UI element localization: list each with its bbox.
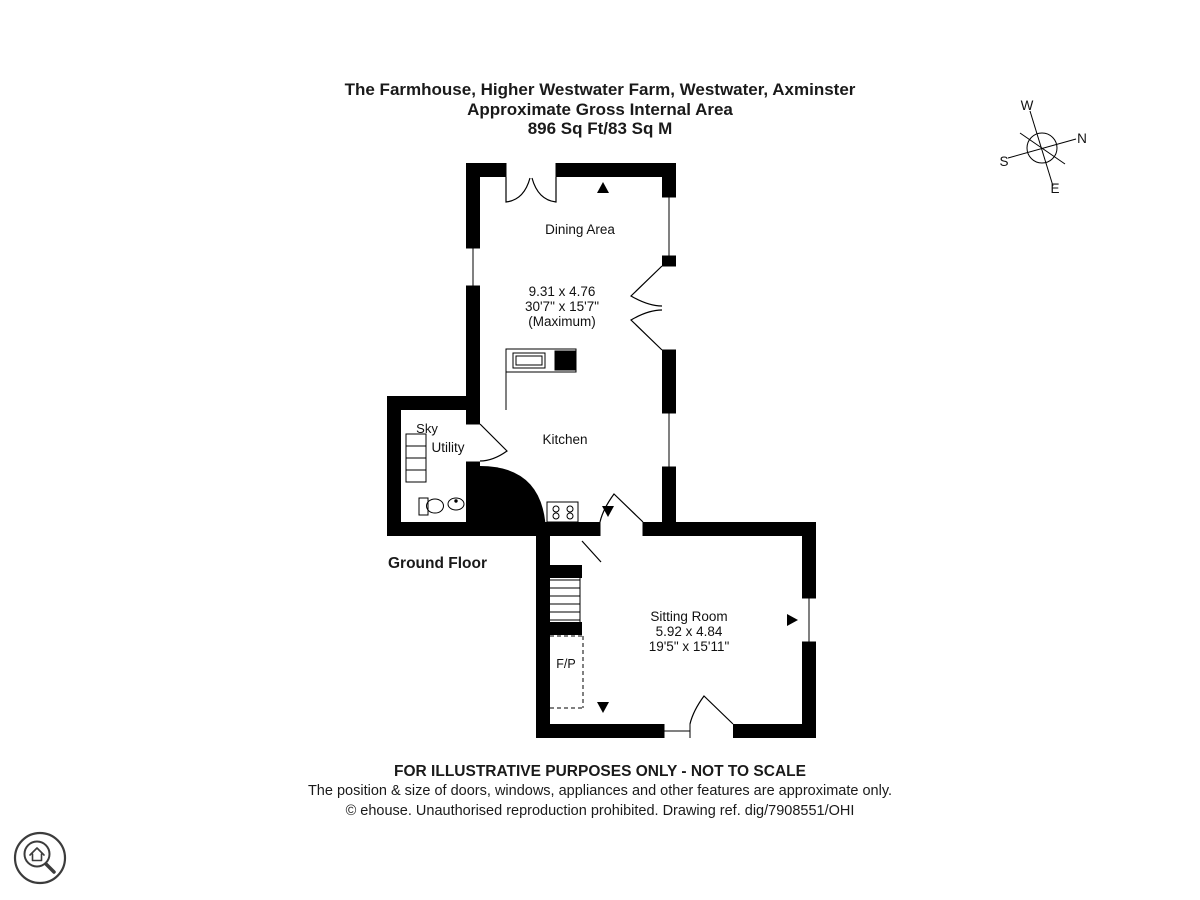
arrow-down-icon — [597, 702, 609, 713]
arrow-right-icon — [787, 614, 798, 626]
sitting-dims-metric: 5.92 x 4.84 — [656, 624, 723, 639]
toilet — [418, 497, 444, 516]
cooker — [546, 501, 579, 523]
walls — [387, 163, 816, 738]
logo-outer-ring-icon — [13, 831, 67, 885]
dining-area-label: Dining Area — [545, 222, 615, 237]
utility-door — [479, 423, 508, 462]
compass-n: N — [1077, 131, 1087, 146]
sitting-room-label: Sitting Room — [650, 609, 727, 624]
compass-e: E — [1050, 181, 1059, 196]
window-lines — [466, 163, 816, 738]
washer-stack — [405, 433, 427, 483]
dining-dims-note: (Maximum) — [528, 314, 596, 329]
compass-s: S — [999, 154, 1008, 169]
sky-label: Sky — [416, 421, 438, 436]
stairs — [550, 578, 581, 622]
sitting-exterior-door — [689, 695, 734, 725]
compass-rose-icon — [1026, 132, 1058, 164]
french-door-bottom — [630, 309, 663, 351]
entrance-door-left — [505, 177, 531, 203]
entrance-door-right — [531, 177, 557, 203]
disclaimer-line1: FOR ILLUSTRATIVE PURPOSES ONLY - NOT TO … — [394, 763, 806, 780]
plan-title: The Farmhouse, Higher Westwater Farm, We… — [344, 80, 856, 99]
disclaimer-line2: The position & size of doors, windows, a… — [307, 783, 893, 799]
fixtures — [405, 348, 584, 709]
plan-subtitle: Approximate Gross Internal Area — [467, 100, 733, 119]
arrow-up-icon — [597, 182, 609, 193]
house-icon — [29, 847, 45, 862]
basin — [447, 497, 465, 511]
brand-logo — [13, 831, 67, 885]
dining-dims-metric: 9.31 x 4.76 — [529, 284, 596, 299]
room-labels: Dining Area 9.31 x 4.76 30'7" x 15'7" (M… — [416, 222, 729, 671]
disclaimer-line3: © ehouse. Unauthorised reproduction proh… — [345, 803, 855, 819]
french-door-top — [630, 265, 663, 307]
sitting-dims-imperial: 19'5" x 15'11" — [649, 639, 730, 654]
kitchen-appliance — [554, 350, 576, 371]
utility-label: Utility — [432, 440, 465, 455]
logo-magnifier-icon — [23, 840, 51, 868]
dining-dims-imperial: 30'7" x 15'7" — [525, 299, 599, 314]
compass: W N S E — [999, 98, 1086, 196]
floor-label: Ground Floor — [388, 555, 488, 572]
kitchen-counter — [505, 348, 577, 410]
stairs-door — [581, 540, 602, 563]
measurement-arrows — [597, 182, 798, 713]
chimney-mass — [480, 466, 546, 536]
fireplace-outline — [550, 635, 584, 709]
fireplace-label: F/P — [556, 657, 575, 671]
compass-w: W — [1021, 98, 1034, 113]
kitchen-label: Kitchen — [542, 432, 587, 447]
plan-area: 896 Sq Ft/83 Sq M — [527, 119, 673, 138]
door-arcs — [479, 177, 734, 725]
arrow-down-icon — [602, 506, 614, 517]
